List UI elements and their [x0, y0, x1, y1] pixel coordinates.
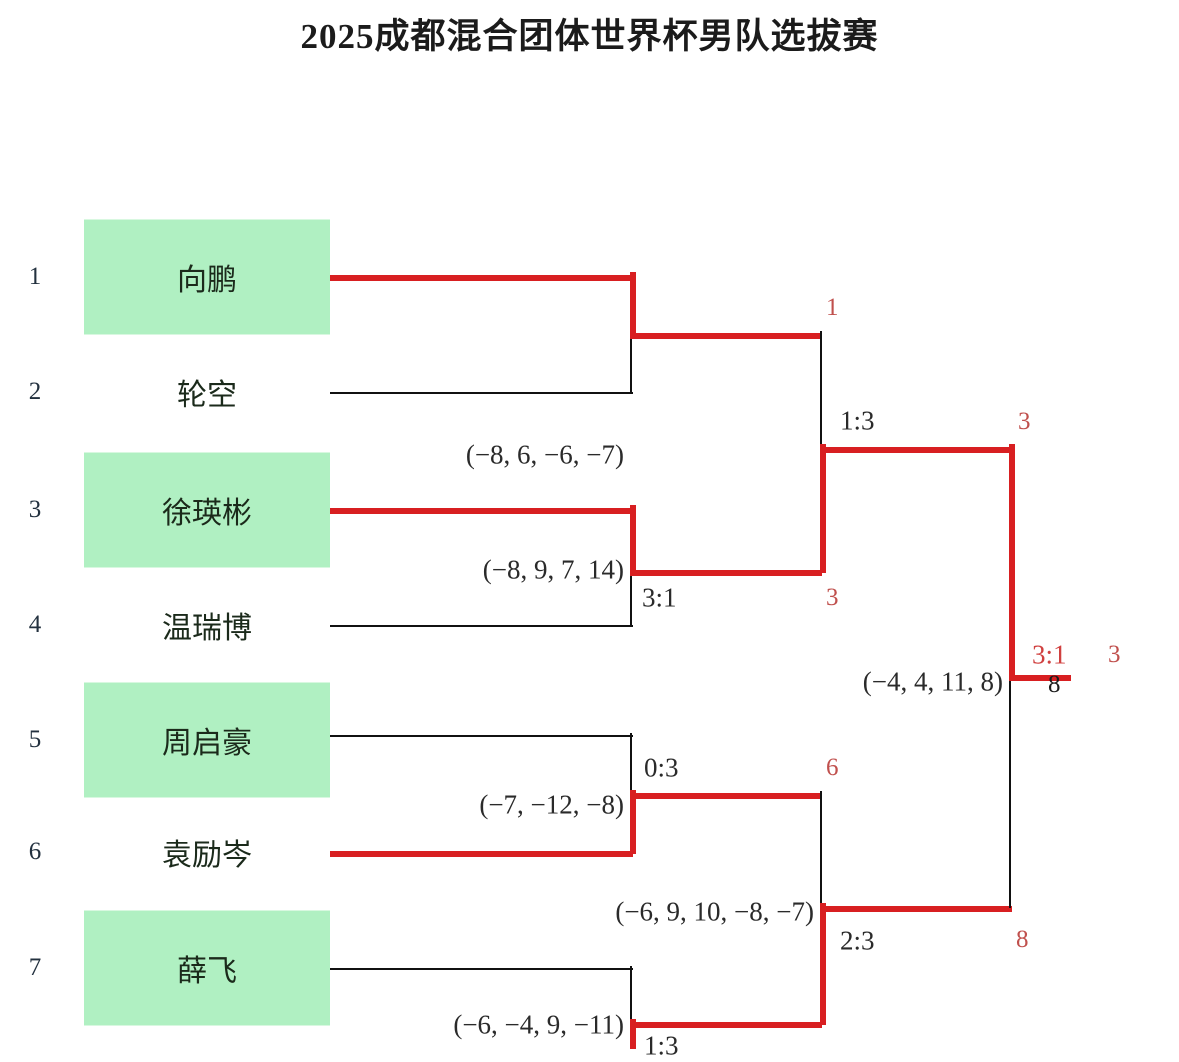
bracket-connector-r2m2 — [820, 791, 822, 907]
bracket-connector-r1m3 — [630, 733, 632, 795]
bracket-line-final-winner — [1009, 675, 1071, 681]
set-scores-r1m2: (−8, 9, 7, 14) — [482, 554, 624, 585]
bracket-line-final-top — [820, 447, 1012, 453]
bracket-connector-r2m2-red — [820, 903, 826, 1025]
seed-number-5: 5 — [28, 726, 42, 753]
bracket-connector-final — [1009, 675, 1011, 908]
match-result-final: 3:1 — [1032, 639, 1067, 670]
bracket-connector-r1m1 — [630, 333, 632, 393]
page-title: 2025成都混合团体世界杯男队选拔赛 — [300, 17, 879, 56]
match-result-r1m3: 0:3 — [644, 752, 679, 783]
bracket-connector-r1m2-red — [630, 505, 636, 573]
set-scores-r1m3: (−7, −12, −8) — [479, 789, 624, 820]
match-result-r2m1: 1:3 — [840, 405, 875, 436]
set-scores-r2m1: (−8, 6, −6, −7) — [465, 439, 624, 470]
bracket-line-r2m2-top — [630, 793, 822, 799]
advancing-seed-r2-bottom: 3 — [826, 584, 839, 611]
final-loser-seed: 8 — [1048, 671, 1061, 698]
bracket-line-final-bottom — [820, 906, 1012, 912]
player-name-6: 袁励岑 — [162, 839, 252, 872]
bracket-line-r1m3-bottom-winner — [330, 851, 633, 857]
bracket-line-r2m1-bottom-winner — [630, 570, 822, 576]
bracket-connector-r1m2 — [630, 570, 632, 626]
player-highlight-box-1 — [84, 219, 330, 335]
match-result-r1m4: 1:3 — [644, 1030, 679, 1061]
bracket-line-r1m3-top — [330, 735, 633, 737]
seed-number-6: 6 — [28, 838, 42, 865]
bracket-line-r1m1-top-winner — [330, 275, 633, 281]
seed-number-2: 2 — [28, 378, 42, 405]
bracket-line-r1m2-bottom — [330, 625, 633, 627]
bracket-connector-r2m1 — [820, 331, 822, 447]
bracket-connector-r1m4-red — [630, 1019, 636, 1049]
bracket-connector-r1m4 — [630, 966, 632, 1022]
bracket-connector-final-red — [1009, 444, 1015, 679]
advancing-seed-r3-eight: 8 — [1016, 926, 1029, 953]
seed-number-3: 3 — [28, 496, 42, 523]
player-name-1: 向鹏 — [177, 264, 237, 297]
set-scores-final: (−4, 4, 11, 8) — [862, 666, 1003, 697]
player-name-5: 周启豪 — [162, 727, 252, 760]
player-highlight-box-3 — [84, 452, 330, 568]
player-name-3: 徐瑛彬 — [162, 497, 252, 530]
advancing-seed-r3-six: 6 — [826, 754, 839, 781]
player-highlight-box-7 — [84, 910, 330, 1026]
seed-number-4: 4 — [28, 611, 42, 638]
advancing-seed-r2-top: 1 — [826, 294, 839, 321]
seed-number-1: 1 — [28, 263, 42, 290]
bracket-line-r1m4-top — [330, 968, 633, 970]
bracket-connector-r1m1-red — [630, 272, 636, 336]
bracket-line-r2m2-bottom-winner — [630, 1022, 822, 1028]
player-name-7: 薛飞 — [177, 955, 237, 988]
player-name-4: 温瑞博 — [162, 612, 252, 645]
bracket-line-r1m2-top-winner — [330, 508, 633, 514]
advancing-seed-r3-top: 3 — [1018, 408, 1031, 435]
set-scores-r2m2: (−6, 9, 10, −8, −7) — [615, 896, 814, 927]
final-winner-seed: 3 — [1108, 641, 1121, 668]
player-highlight-box-5 — [84, 682, 330, 798]
bracket-line-r1m1-bottom — [330, 392, 633, 394]
bracket-connector-r2m1-red — [820, 444, 826, 573]
bracket-line-r2m1-top — [630, 333, 822, 339]
match-result-r2m2: 2:3 — [840, 925, 875, 956]
bracket-connector-r1m3-red — [630, 790, 636, 854]
match-result-r1m2: 3:1 — [642, 582, 677, 613]
set-scores-r1m4: (−6, −4, 9, −11) — [453, 1009, 624, 1040]
player-name-2: 轮空 — [177, 379, 237, 412]
seed-number-7: 7 — [28, 954, 42, 981]
